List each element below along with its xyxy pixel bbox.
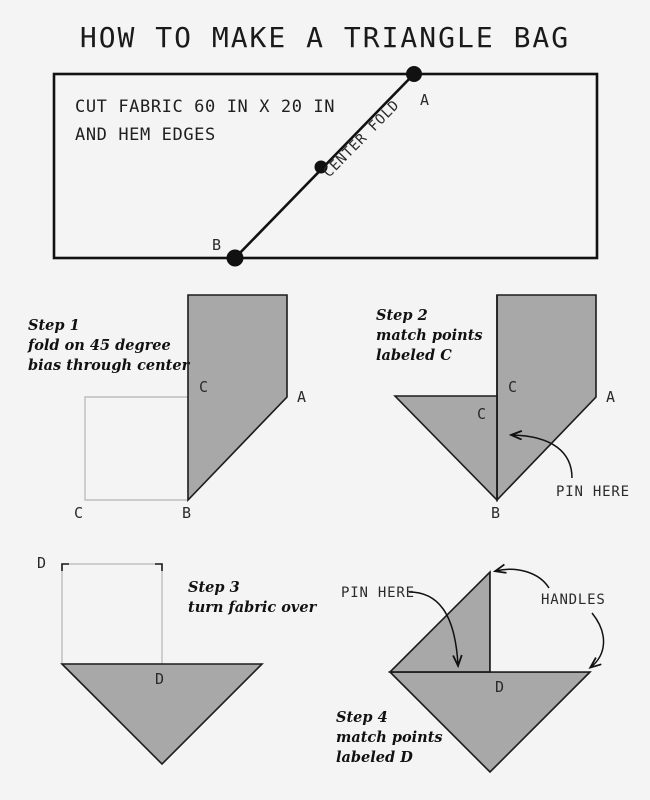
- step-1-line-2: bias through center: [28, 357, 191, 374]
- step1-label-c-upper: C: [199, 378, 208, 396]
- step2-label-b: B: [491, 504, 500, 522]
- step2-pin-here-label: PIN HERE: [556, 484, 630, 500]
- cut-point-b-label: B: [212, 236, 221, 254]
- step-2-line-1: match points: [376, 327, 483, 344]
- step1-folded-square-outline: [84, 396, 188, 501]
- cut-instruction-line-1: CUT FABRIC 60 IN X 20 IN: [75, 97, 335, 117]
- step2-label-c-lower: C: [477, 405, 486, 423]
- step4-upper-right-open-triangle: [490, 572, 590, 672]
- step-3-heading: Step 3: [188, 579, 240, 596]
- step-1-heading: Step 1: [28, 317, 80, 334]
- step2-fabric-shape: [496, 294, 597, 502]
- step-4-line-1: match points: [336, 729, 443, 746]
- step2-label-c-upper: C: [508, 378, 517, 396]
- step4-pin-here-label: PIN HERE: [341, 585, 415, 601]
- step-4-heading: Step 4: [336, 709, 388, 726]
- step2-pin-here-arrow: [512, 435, 573, 479]
- step-3-line-1: turn fabric over: [188, 599, 318, 616]
- step1-label-a: A: [297, 388, 306, 406]
- step-4-diagram: D Step 4 match points labeled D PIN HERE…: [336, 569, 606, 774]
- center-fold-midpoint-dot: [314, 160, 328, 174]
- point-b-dot: [226, 249, 244, 267]
- step-2-line-2: labeled C: [376, 347, 452, 364]
- step-1-line-1: fold on 45 degree: [27, 337, 171, 354]
- step3-fabric-triangle: [60, 663, 264, 766]
- step4-lower-triangle: [388, 671, 592, 774]
- step3-corner-tick-tr: [155, 563, 163, 571]
- step-1-diagram: Step 1 fold on 45 degree bias through ce…: [27, 294, 306, 522]
- cut-instruction-line-2: AND HEM EDGES: [75, 125, 216, 145]
- step3-label-d-upper: D: [37, 554, 46, 572]
- step1-label-b: B: [182, 504, 191, 522]
- step4-handles-arrow-right: [591, 612, 605, 667]
- cut-fabric-diagram: CUT FABRIC 60 IN X 20 IN AND HEM EDGES C…: [52, 66, 599, 267]
- step4-pin-here-arrow: [408, 591, 458, 665]
- step3-label-d-lower: D: [155, 670, 164, 688]
- step-4-line-2: labeled D: [336, 749, 413, 766]
- step1-fabric-shape: [187, 294, 288, 502]
- page-title: HOW TO MAKE A TRIANGLE BAG: [80, 21, 570, 54]
- step3-folded-square-outline: [61, 563, 163, 665]
- step3-corner-tick-tl: [61, 563, 69, 571]
- step1-label-c-lower: C: [74, 504, 83, 522]
- step-3-diagram: D D Step 3 turn fabric over: [37, 554, 318, 766]
- step-2-heading: Step 2: [376, 307, 428, 324]
- cut-point-a-label: A: [420, 91, 429, 109]
- step4-label-d: D: [495, 678, 504, 696]
- step4-handles-arrow-top: [496, 569, 550, 589]
- step4-handles-label: HANDLES: [541, 592, 606, 608]
- fabric-rectangle-outline: [52, 72, 599, 260]
- step-2-diagram: Step 2 match points labeled C C C A B PI…: [376, 294, 630, 522]
- step2-label-a: A: [606, 388, 615, 406]
- point-a-dot: [406, 66, 422, 82]
